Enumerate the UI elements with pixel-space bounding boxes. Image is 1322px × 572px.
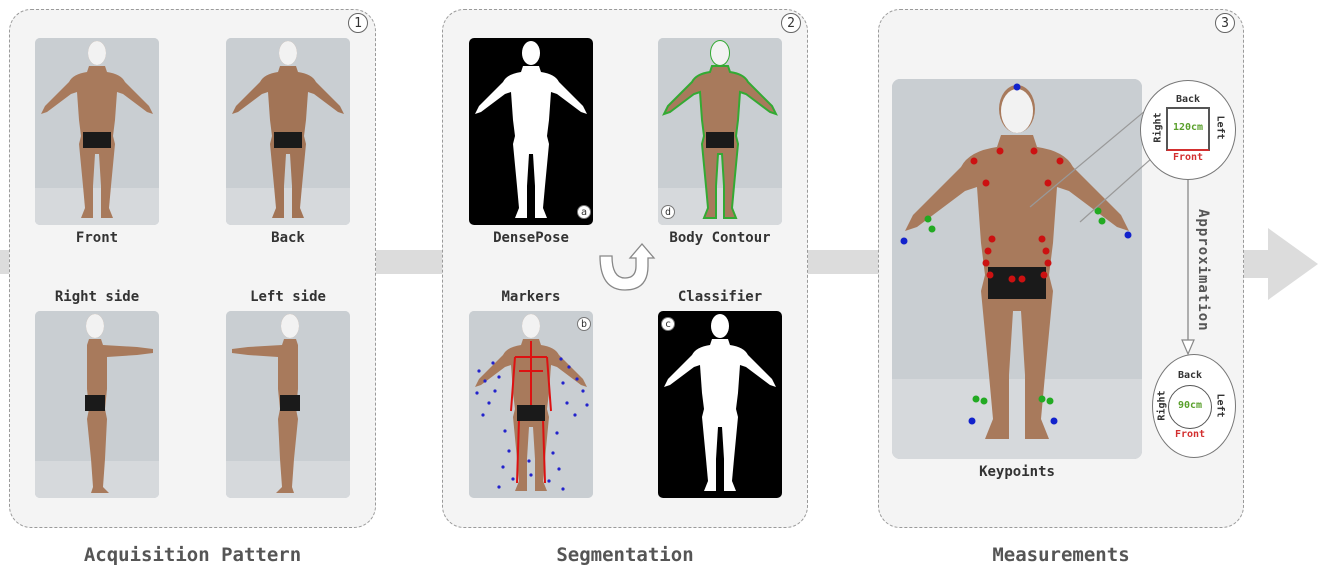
upper-back-label: Back: [1166, 94, 1210, 105]
approximation-label: Approximation: [1195, 209, 1211, 319]
lower-right-label: Right: [1157, 386, 1168, 426]
back-photo: [226, 38, 350, 225]
flow-arrow-out: [1244, 228, 1320, 302]
flow-arrow-2-3: [808, 250, 878, 274]
body-contour-caption: Body Contour: [650, 230, 790, 246]
front-photo: [35, 38, 159, 225]
section-number-2: 2: [781, 13, 801, 33]
upper-left-label: Left: [1215, 108, 1226, 148]
classifier-caption: Classifier: [658, 289, 782, 305]
lower-value: 90cm: [1168, 400, 1212, 411]
section-title-segmentation: Segmentation: [442, 544, 808, 566]
lower-left-label: Left: [1215, 386, 1226, 426]
section-number-3: 3: [1215, 13, 1235, 33]
section-title-acquisition: Acquisition Pattern: [9, 544, 376, 566]
lower-front-label: Front: [1164, 429, 1216, 440]
right-side-photo: [35, 311, 159, 498]
lower-back-label: Back: [1168, 370, 1212, 381]
classifier-image: c: [658, 311, 782, 498]
back-caption: Back: [226, 230, 350, 246]
body-contour-image: d: [658, 38, 782, 225]
body-contour-tag: d: [661, 205, 675, 219]
upper-front-label: Front: [1162, 152, 1214, 163]
left-side-photo: [226, 311, 350, 498]
upper-value: 120cm: [1166, 122, 1210, 133]
densepose-caption: DensePose: [469, 230, 593, 246]
left-side-caption: Left side: [226, 289, 350, 305]
front-caption: Front: [35, 230, 159, 246]
markers-tag: b: [577, 317, 591, 331]
cycle-arrow-icon: [592, 238, 658, 298]
markers-image: b: [469, 311, 593, 498]
keypoints-caption: Keypoints: [892, 464, 1142, 480]
section-title-measurements: Measurements: [878, 544, 1244, 566]
classifier-tag: c: [661, 317, 675, 331]
right-side-caption: Right side: [35, 289, 159, 305]
densepose-tag: a: [577, 205, 591, 219]
section-number-1: 1: [348, 13, 368, 33]
densepose-image: a: [469, 38, 593, 225]
approximation-arrow: [1180, 180, 1196, 356]
upper-right-label: Right: [1153, 108, 1164, 148]
flow-arrow-1-2: [376, 250, 442, 274]
markers-caption: Markers: [469, 289, 593, 305]
